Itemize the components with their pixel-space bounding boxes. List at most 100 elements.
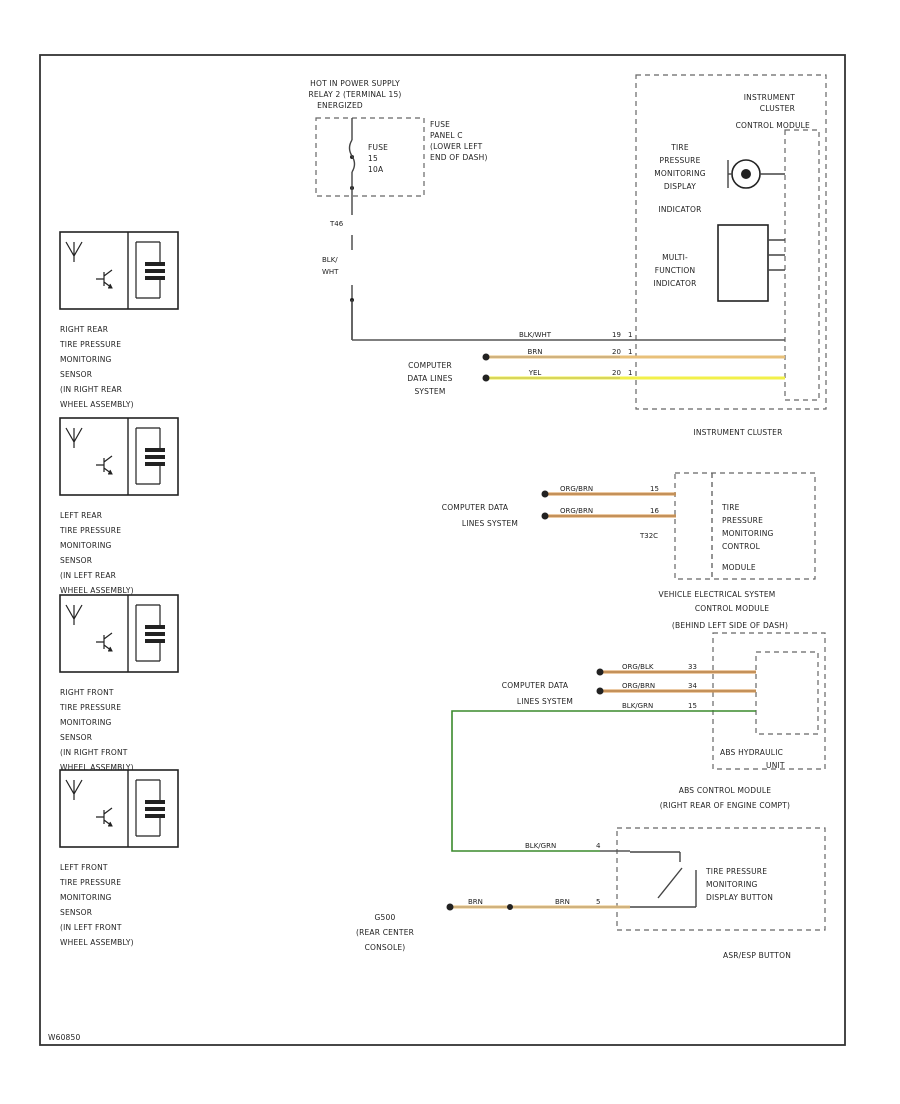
tpms-caption-3: (BEHIND LEFT SIDE OF DASH) [672, 621, 788, 630]
button-label-3: DISPLAY BUTTON [706, 893, 773, 902]
tpms-wire-end-0 [541, 490, 549, 498]
sensor-1-label-4: (IN LEFT REAR [60, 571, 116, 580]
sensor-0: RIGHT REAR TIRE PRESSURE MONITORING SENSOR (… [59, 231, 179, 409]
ic-module-label-3: CONTROL MODULE [736, 121, 810, 130]
ground-end [446, 903, 454, 911]
transistor-icon [96, 269, 113, 289]
abs-data-lines-1: COMPUTER DATA [502, 681, 569, 690]
instrument-cluster-inner-box [784, 129, 820, 401]
sensor-2-label-0: RIGHT FRONT [60, 688, 114, 697]
sensor-3-label-0: LEFT FRONT [60, 863, 108, 872]
mfi-label-3: INDICATOR [653, 279, 696, 288]
ground-label-2: (REAR CENTER [356, 928, 414, 937]
mfi-label-2: FUNCTION [655, 266, 696, 275]
sensor-2-label-2: MONITORING [60, 718, 112, 727]
ic-wire-pin-0: 19 [612, 331, 621, 339]
sensor-3-label-1: TIRE PRESSURE [59, 878, 121, 887]
fuse-panel-label-3: (LOWER LEFT [430, 142, 483, 151]
sensor-0-label-4: (IN RIGHT REAR [60, 385, 122, 394]
button-group: TIRE PRESSURE MONITORING DISPLAY BUTTON … [356, 827, 826, 960]
sensor-3-label-5: WHEEL ASSEMBLY) [60, 938, 134, 947]
sensor-0-label-2: MONITORING [60, 355, 112, 364]
diagram-border [39, 54, 846, 1046]
fuse-label-1: FUSE [368, 143, 388, 152]
abs-wire-pin-2: 15 [688, 702, 697, 710]
abs-group: ABS HYDRAULIC UNIT ABS CONTROL MODULE (R… [502, 632, 826, 810]
sensor-0-label-5: WHEEL ASSEMBLY) [60, 400, 134, 409]
sensor-2-label-1: TIRE PRESSURE [59, 703, 121, 712]
tpms-wire-color-0: ORG/BRN [560, 485, 593, 493]
tpms-indicator-label-5: INDICATOR [658, 205, 701, 214]
button-box [616, 827, 826, 931]
supply-label-2: RELAY 2 (TERMINAL 15) [308, 90, 401, 99]
ic-wire-color-0: BLK/WHT [519, 331, 552, 339]
antenna-icon [65, 604, 83, 625]
sensor-3-label-4: (IN LEFT FRONT [60, 923, 122, 932]
sensor-2: RIGHT FRONT TIRE PRESSURE MONITORING SENSOR… [59, 594, 179, 772]
tpms-module-box [674, 472, 816, 580]
ic-wire-end-1 [482, 353, 490, 361]
button-wire-color-0: BLK/GRN [525, 842, 556, 850]
sensor-2-label-3: SENSOR [60, 733, 92, 742]
instrument-cluster-box [635, 74, 827, 410]
tpms-caption-2: CONTROL MODULE [695, 604, 769, 613]
ground-splice [507, 904, 513, 910]
sensor-element-icon [135, 779, 161, 837]
sensor-0-label-3: SENSOR [60, 370, 92, 379]
transistor-icon [96, 632, 113, 652]
fuse-panel-label-1: FUSE [430, 120, 450, 129]
mfi-label-1: MULTI- [662, 253, 688, 262]
abs-data-lines-2: LINES SYSTEM [517, 697, 573, 706]
abs-wire-end-1 [596, 687, 604, 695]
wire-tag-t46: T46 [329, 220, 344, 228]
ground-label-1: G500 [375, 913, 396, 922]
abs-wire-end-0 [596, 668, 604, 676]
ic-wire-pin-1: 20 [612, 348, 621, 356]
abs-wire-pin-0: 33 [688, 663, 697, 671]
sensor-0-label-0: RIGHT REAR [60, 325, 108, 334]
tpms-module-label-4: CONTROL [722, 542, 761, 551]
sensor-1-label-0: LEFT REAR [60, 511, 102, 520]
abs-wire-pin-1: 34 [688, 682, 697, 690]
tpms-wire-end-1 [541, 512, 549, 520]
sensor-0-label-1: TIRE PRESSURE [59, 340, 121, 349]
multi-function-indicator-box [717, 224, 769, 302]
ic-wire-pin-2: 20 [612, 369, 621, 377]
ic-wire-pin-suffix-2: 1 [628, 369, 632, 377]
button-caption: ASR/ESP BUTTON [723, 951, 791, 960]
ic-module-label-1: INSTRUMENT [744, 93, 795, 102]
sensor-2-label-4: (IN RIGHT FRONT [60, 748, 128, 757]
tpms-module-label-3: MONITORING [722, 529, 774, 538]
ic-wire-pin-suffix-1: 1 [628, 348, 632, 356]
ic-wire-color-1: BRN [528, 348, 543, 356]
tpms-module-label-1: TIRE [721, 503, 740, 512]
ic-data-lines-3: SYSTEM [414, 387, 445, 396]
abs-caption-1: ABS CONTROL MODULE [679, 786, 772, 795]
sensor-3-label-3: SENSOR [60, 908, 92, 917]
instrument-cluster-group: INSTRUMENT CLUSTER CONTROL MODULE TIRE P… [351, 74, 827, 437]
wire-color-wht: WHT [322, 268, 339, 276]
transistor-icon [96, 455, 113, 475]
abs-unit-label-2: UNIT [766, 761, 785, 770]
abs-hydraulic-unit-box [755, 651, 819, 735]
supply-label-1: HOT IN POWER SUPPLY [310, 79, 400, 88]
button-wire-pin-1: 5 [596, 898, 600, 906]
fuse-label-2: 15 [368, 154, 378, 163]
tpms-indicator-label-2: PRESSURE [659, 156, 700, 165]
fuse-panel-box [315, 117, 425, 197]
sensor-1-label-1: TIRE PRESSURE [59, 526, 121, 535]
abs-wire-color-0: ORG/BLK [622, 663, 654, 671]
ic-wire-end-2 [482, 374, 490, 382]
abs-wire-color-2: BLK/GRN [622, 702, 653, 710]
button-wire-color-1: BRN [555, 898, 570, 906]
abs-caption-2: (RIGHT REAR OF ENGINE COMPT) [660, 801, 790, 810]
button-label-2: MONITORING [706, 880, 758, 889]
tpms-indicator-label-4: DISPLAY [664, 182, 696, 191]
abs-wire-color-1: ORG/BRN [622, 682, 655, 690]
ic-wire-color-2: YEL [528, 369, 542, 377]
